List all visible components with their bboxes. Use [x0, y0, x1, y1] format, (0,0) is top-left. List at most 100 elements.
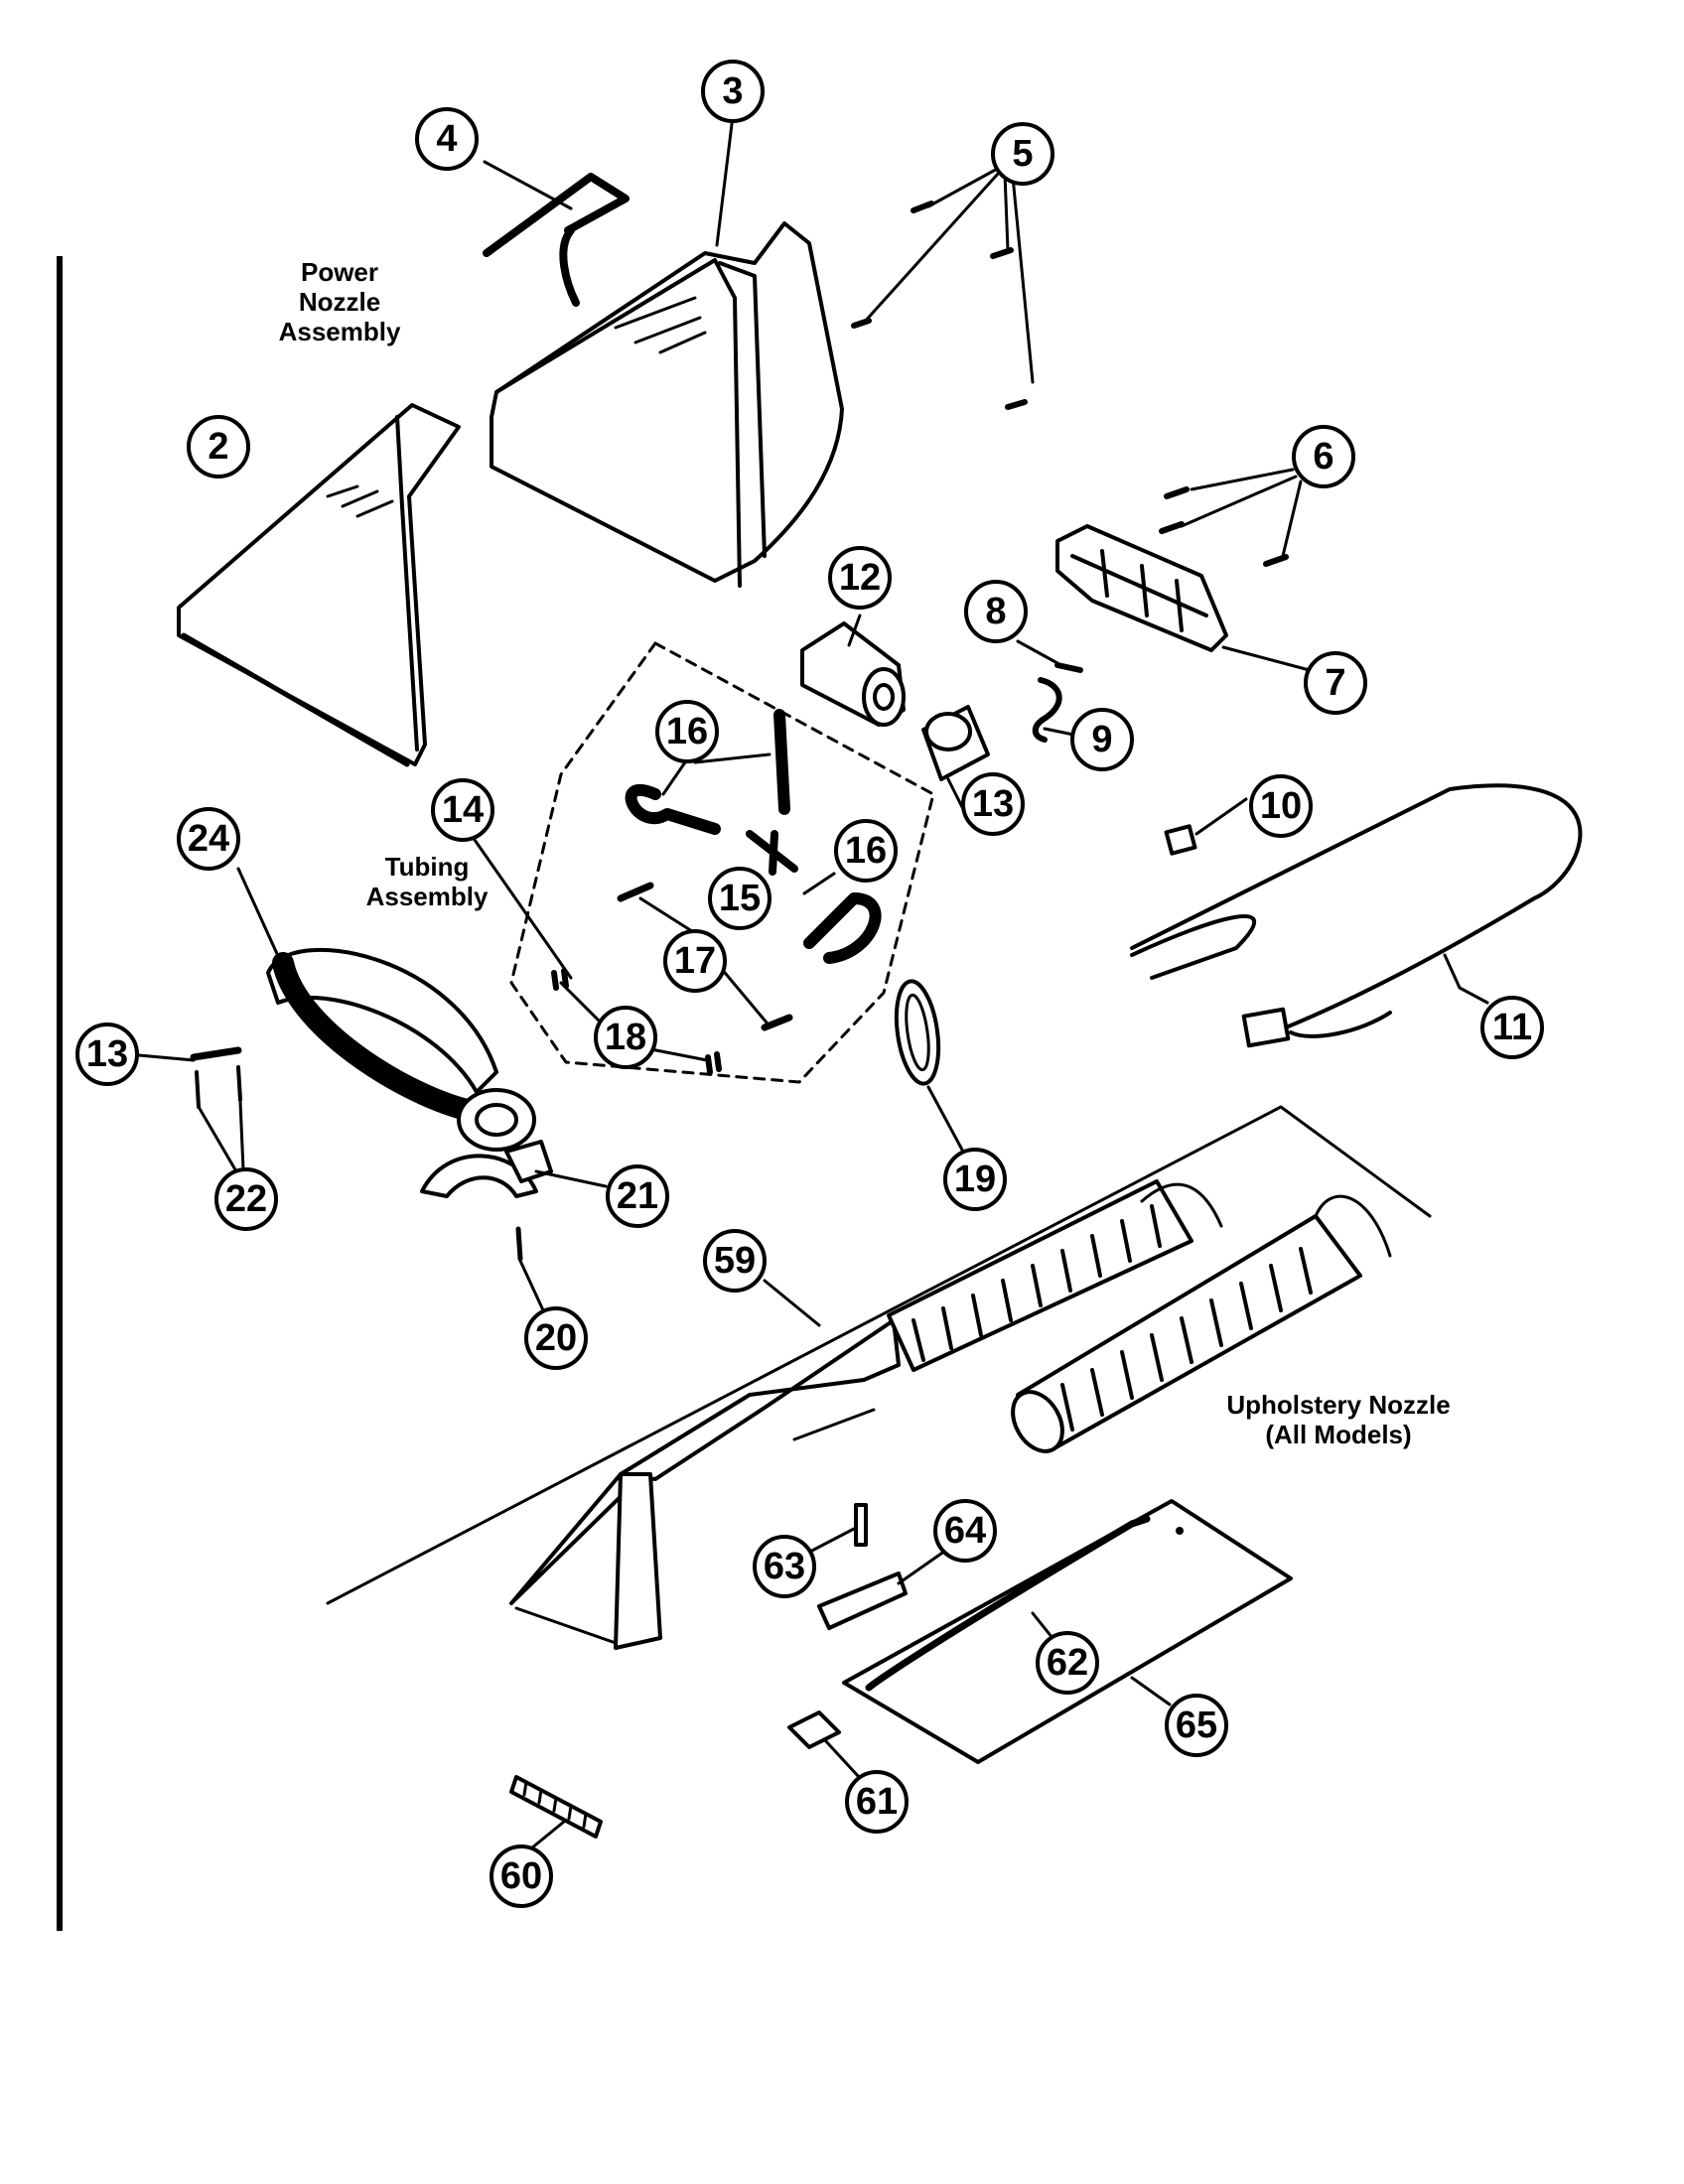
callout-number: 64 [944, 1510, 986, 1552]
callout-10: 10 [1249, 774, 1313, 838]
callout-number: 10 [1260, 785, 1302, 827]
callout-number: 60 [500, 1855, 542, 1897]
callout-number: 5 [1012, 133, 1033, 175]
callout-number: 11 [1492, 1007, 1532, 1048]
callout-60: 60 [490, 1844, 553, 1908]
part-15-cross-connector [746, 830, 798, 876]
part-17-connectors [617, 882, 793, 1031]
callout-number: 24 [188, 818, 229, 860]
part-18-clamps [551, 968, 722, 1075]
part-8-screw [1054, 662, 1083, 673]
part-64-latch [817, 1571, 908, 1630]
part-13-clip-left [190, 1046, 242, 1061]
callout-19: 19 [943, 1148, 1007, 1211]
part-4-handle-bar [483, 173, 630, 307]
callout-number: 63 [764, 1546, 805, 1587]
part-6-screws [1159, 486, 1289, 567]
part-63-pin [854, 1503, 868, 1547]
callout-number: 15 [719, 878, 761, 919]
callout-number: 17 [674, 940, 716, 982]
callout-5: 5 [991, 122, 1054, 186]
callout-3: 3 [701, 60, 765, 123]
part-5-screws [851, 201, 1028, 410]
part-24-handle-grip [266, 947, 536, 1152]
label-line: Upholstery Nozzle [1226, 1390, 1450, 1420]
part-61-tip [787, 1710, 841, 1749]
callout-number: 13 [972, 783, 1014, 825]
label-line: Tubing [385, 852, 470, 882]
callout-9: 9 [1070, 708, 1134, 771]
part-12-motor [800, 621, 906, 727]
part-13-coupling [921, 705, 990, 781]
part-10-nut [1164, 824, 1197, 856]
callout-13-left: 13 [75, 1023, 139, 1086]
part-22-pins [195, 1065, 242, 1109]
callout-number: 62 [1047, 1642, 1088, 1684]
callout-number: 12 [839, 557, 881, 599]
callout-64: 64 [933, 1499, 997, 1563]
label-line: Assembly [279, 317, 401, 346]
callout-number: 16 [845, 830, 887, 872]
callout-4: 4 [415, 107, 479, 171]
part-14-tubing-boundary [509, 641, 935, 1084]
callout-number: 6 [1313, 436, 1333, 478]
part-3-nozzle-housing [490, 221, 844, 588]
callout-59: 59 [703, 1229, 767, 1293]
callout-63: 63 [753, 1535, 816, 1598]
callout-number: 20 [535, 1317, 577, 1359]
callout-11: 11 [1480, 996, 1544, 1059]
callout-number: 59 [714, 1240, 756, 1282]
part-2-shroud [177, 403, 461, 767]
label-line: Power [301, 257, 378, 287]
label-line: (All Models) [1265, 1420, 1411, 1449]
part-20-screw [515, 1226, 523, 1262]
callout-number: 65 [1176, 1705, 1217, 1746]
callout-15: 15 [708, 867, 772, 930]
callout-number: 2 [208, 426, 228, 468]
power-nozzle-assembly-label: Power Nozzle Assembly [279, 257, 401, 346]
callout-number: 3 [722, 70, 743, 112]
callout-12: 12 [828, 546, 892, 610]
callout-6: 6 [1292, 425, 1355, 488]
callout-18: 18 [594, 1006, 657, 1069]
callout-20: 20 [524, 1306, 588, 1370]
callout-13: 13 [961, 772, 1025, 836]
callout-17a: 17 [663, 929, 727, 993]
callout-number: 14 [442, 789, 484, 831]
callout-21: 21 [606, 1164, 669, 1228]
callout-number: 22 [225, 1178, 267, 1220]
part-16-tubes [625, 709, 882, 964]
tubing-assembly-label: Tubing Assembly [366, 852, 489, 911]
label-line: Assembly [366, 882, 489, 911]
part-59-upholstery-tool [326, 1105, 1432, 1650]
part-9-clip [1032, 677, 1062, 743]
callout-8: 8 [964, 580, 1028, 643]
callout-65: 65 [1165, 1694, 1228, 1757]
callout-number: 16 [666, 711, 708, 752]
callout-number: 19 [954, 1159, 996, 1200]
callout-number: 61 [856, 1781, 898, 1823]
callout-number: 7 [1325, 662, 1345, 704]
part-11-power-cord [1130, 783, 1583, 1048]
part-19-gasket [894, 979, 941, 1086]
callout-16a: 16 [655, 700, 719, 763]
label-line: Nozzle [299, 287, 380, 317]
callout-number: 8 [985, 591, 1006, 632]
callout-number: 21 [617, 1175, 658, 1217]
upholstery-nozzle-label: Upholstery Nozzle (All Models) [1226, 1390, 1450, 1449]
callout-16b: 16 [834, 819, 898, 883]
callout-number: 4 [436, 118, 457, 160]
callout-61: 61 [845, 1770, 909, 1834]
callout-2: 2 [187, 415, 250, 478]
part-60-brush [509, 1775, 603, 1839]
callout-62: 62 [1036, 1631, 1099, 1695]
callout-24: 24 [177, 807, 240, 871]
callout-number: 18 [605, 1017, 646, 1058]
part-7-switch-housing [1055, 524, 1228, 652]
callout-number: 13 [86, 1033, 128, 1075]
callout-22: 22 [214, 1167, 278, 1231]
callout-14: 14 [431, 778, 494, 842]
callout-7: 7 [1304, 651, 1367, 715]
callout-number: 9 [1091, 719, 1112, 760]
